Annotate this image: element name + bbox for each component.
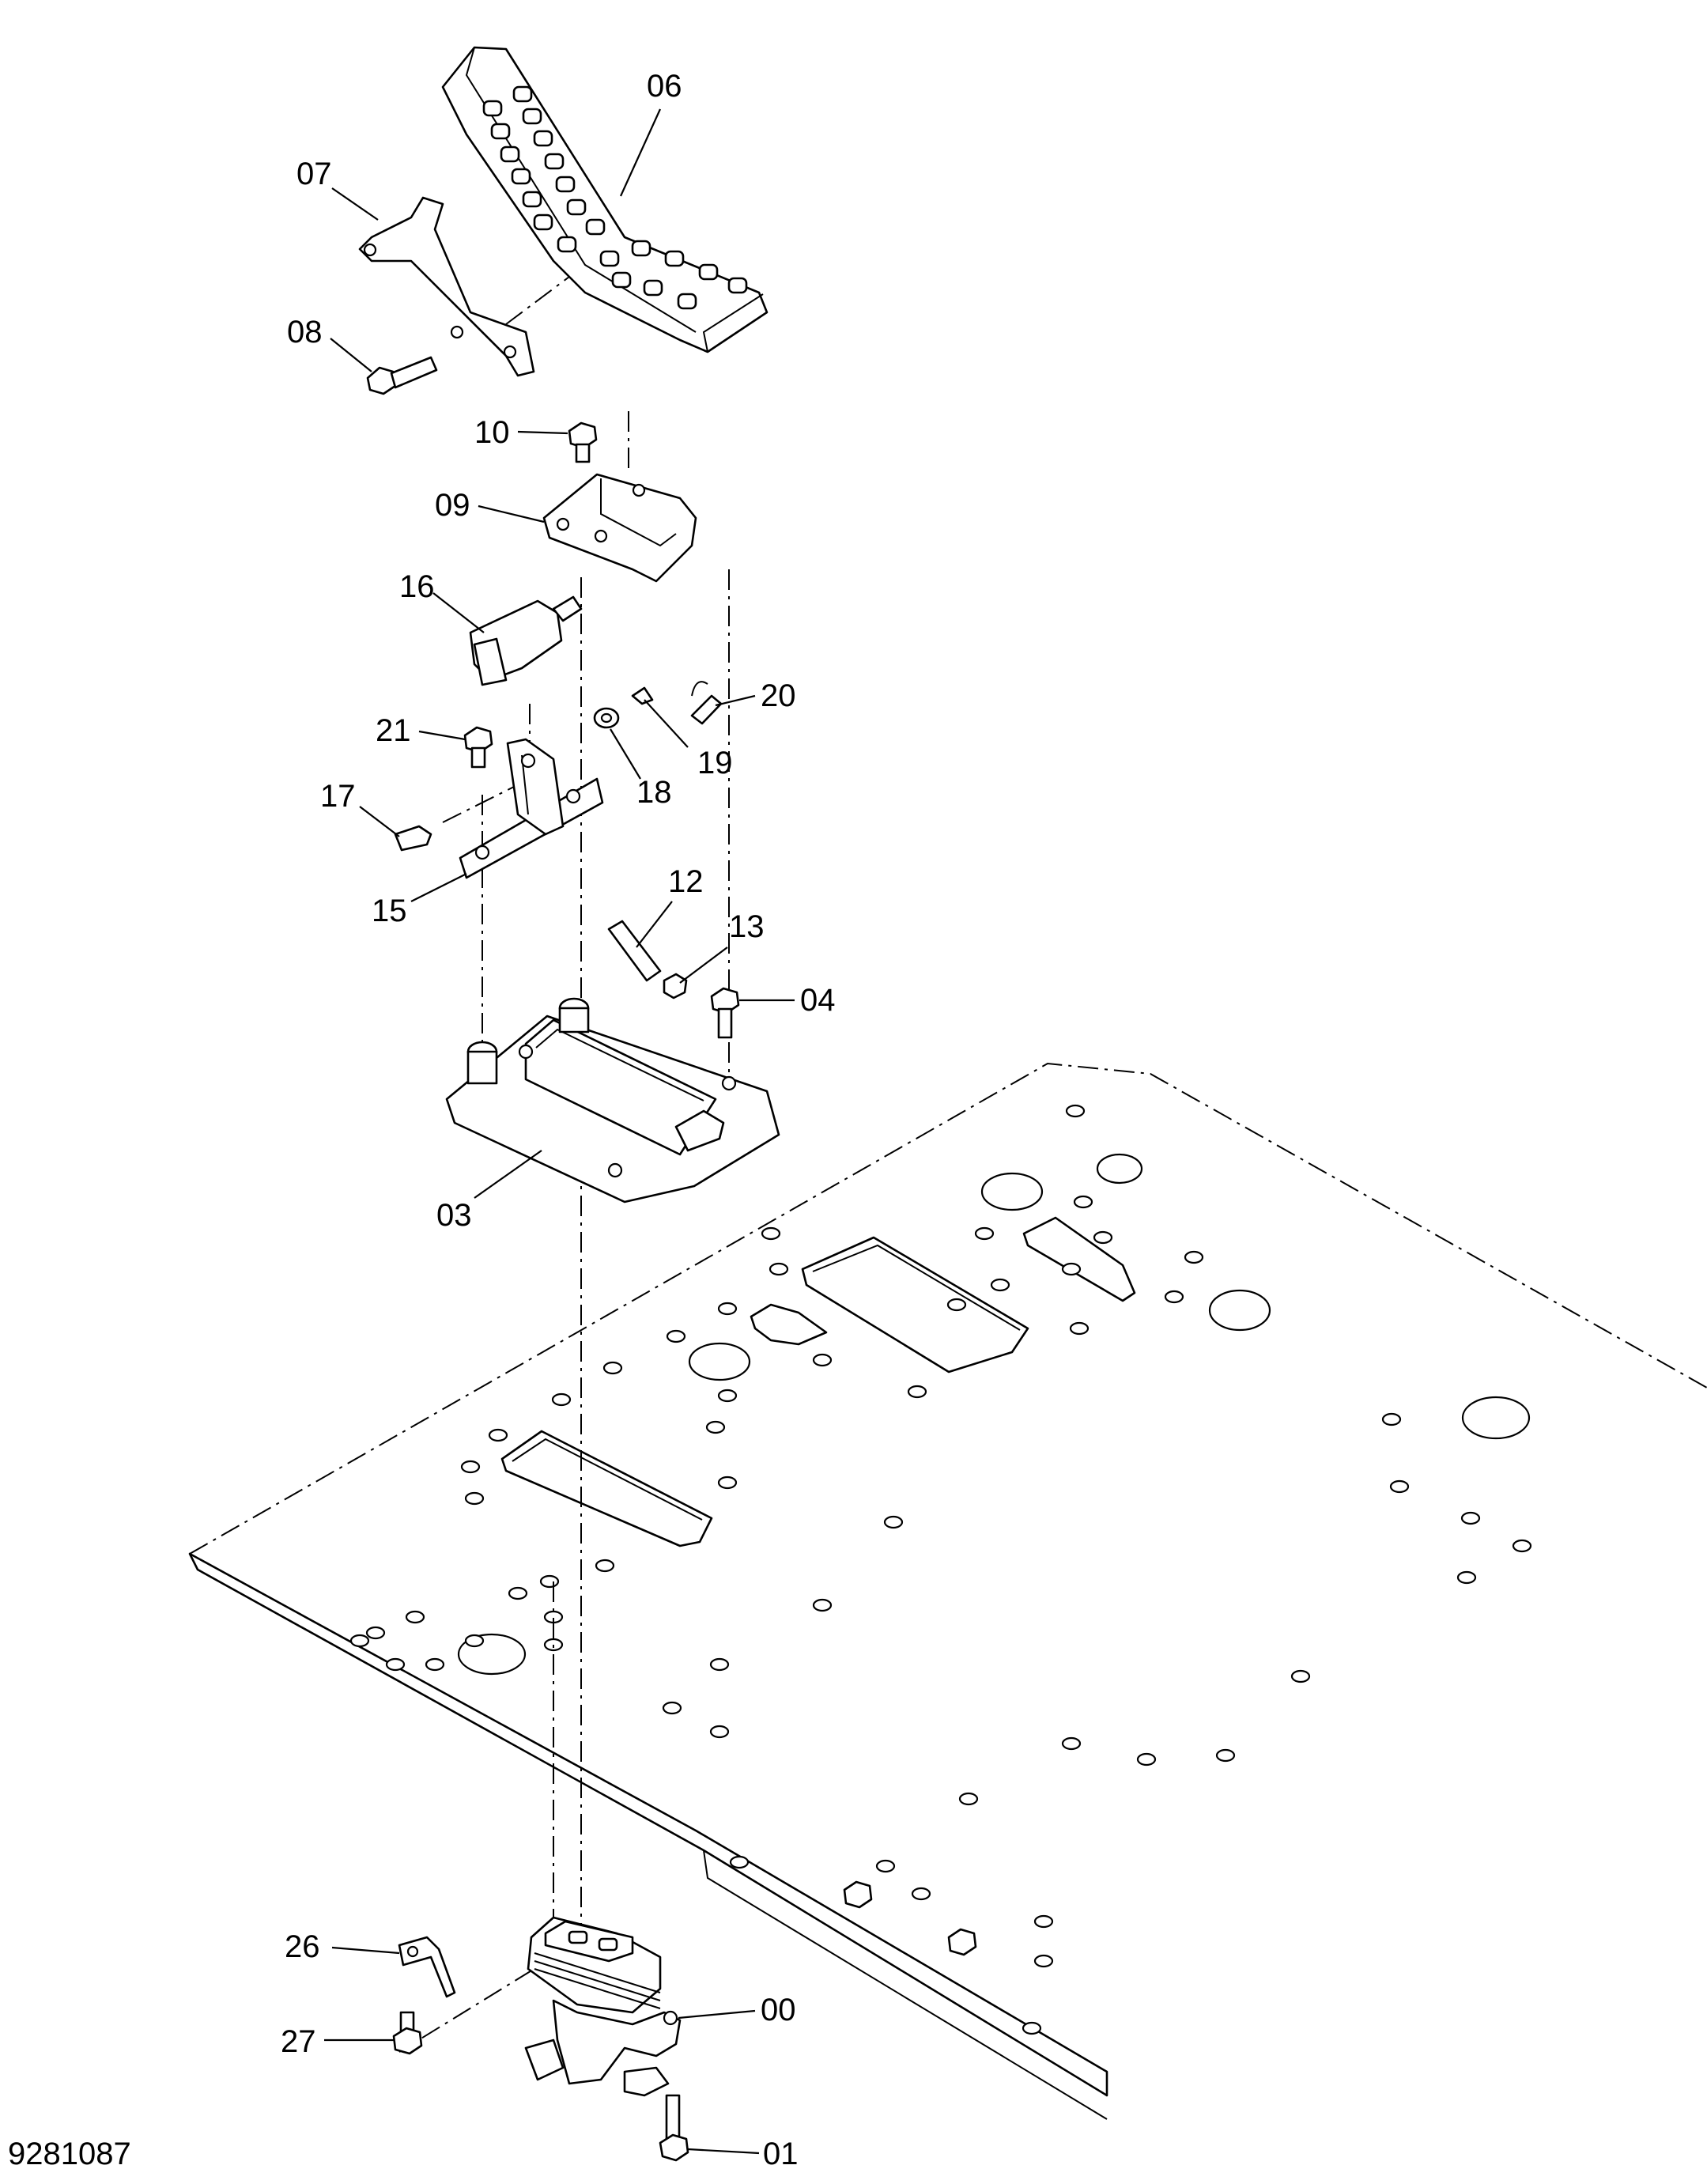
leader-07 bbox=[331, 187, 379, 221]
pedal-bracket bbox=[358, 196, 535, 377]
leader-20 bbox=[715, 694, 756, 707]
leader-17 bbox=[359, 806, 400, 837]
floor-plate-edge bbox=[188, 1552, 1108, 2097]
callout-01: 01 bbox=[763, 2137, 799, 2171]
plate-round-hole bbox=[1208, 1289, 1271, 1332]
return-spring bbox=[690, 681, 723, 725]
pedal-support-bracket bbox=[459, 738, 604, 879]
floor-plate bbox=[188, 1062, 1707, 2120]
pedal-sensor-unit bbox=[524, 1916, 682, 2097]
leader-13 bbox=[679, 947, 728, 984]
plate-slot-left bbox=[500, 1430, 713, 1547]
plate-slot-center-inner bbox=[812, 1244, 1021, 1331]
callout-10: 10 bbox=[474, 415, 510, 450]
pedal-hinge bbox=[542, 473, 697, 583]
base-bolt bbox=[710, 987, 740, 1039]
callout-labels: 06 07 08 10 09 16 20 19 18 21 17 15 12 1… bbox=[281, 69, 836, 2171]
plate-round-hole bbox=[1461, 1396, 1531, 1440]
pedal-pad bbox=[441, 46, 769, 353]
sensor-mount-bolt bbox=[659, 2094, 689, 2162]
pedal-tread-pattern bbox=[482, 85, 748, 310]
callout-21: 21 bbox=[376, 713, 411, 748]
callout-07: 07 bbox=[296, 157, 332, 191]
leader-09 bbox=[478, 504, 545, 523]
pedal-base-plate bbox=[445, 997, 780, 1203]
leader-08 bbox=[330, 338, 372, 372]
plate-small-holes bbox=[349, 1104, 1532, 2035]
plate-round-hole bbox=[688, 1342, 751, 1381]
harness-clamp bbox=[398, 1936, 456, 1998]
leader-00 bbox=[678, 2009, 756, 2020]
split-pin bbox=[631, 686, 654, 705]
callout-08: 08 bbox=[287, 315, 323, 350]
bracket-bolt bbox=[463, 726, 493, 769]
leader-18 bbox=[610, 728, 641, 780]
pedal-bracket-bolt bbox=[366, 356, 438, 395]
floor-plate-lower-rail bbox=[703, 1850, 1108, 2120]
callout-16: 16 bbox=[399, 569, 435, 604]
plate-slot-center bbox=[801, 1236, 1029, 1374]
callout-13: 13 bbox=[729, 909, 765, 944]
callout-00: 00 bbox=[761, 1993, 796, 2027]
callout-04: 04 bbox=[800, 983, 836, 1018]
drawing-number: 9281087 bbox=[8, 2137, 131, 2171]
hinge-bolt bbox=[568, 421, 598, 463]
callout-19: 19 bbox=[697, 746, 733, 780]
callout-12: 12 bbox=[668, 864, 704, 899]
leader-06 bbox=[619, 108, 662, 197]
callout-20: 20 bbox=[761, 678, 796, 713]
leader-15 bbox=[410, 873, 467, 902]
plate-notch bbox=[750, 1303, 828, 1346]
leader-03 bbox=[474, 1150, 542, 1199]
clamp-bolt bbox=[392, 2011, 423, 2055]
leader-26 bbox=[331, 1946, 400, 1955]
plate-round-hole bbox=[1096, 1153, 1143, 1185]
callout-03: 03 bbox=[436, 1198, 472, 1233]
callout-18: 18 bbox=[636, 775, 672, 810]
leader-19 bbox=[644, 699, 689, 748]
callout-06: 06 bbox=[647, 69, 682, 104]
stopper-nut bbox=[663, 973, 688, 999]
callout-15: 15 bbox=[372, 894, 407, 928]
leader-21 bbox=[418, 730, 466, 741]
callout-27: 27 bbox=[281, 2024, 316, 2059]
plate-round-hole bbox=[980, 1172, 1044, 1211]
floor-plate-outline-top bbox=[189, 1062, 1707, 1555]
leader-16 bbox=[432, 592, 485, 633]
stopper-bolt bbox=[607, 920, 662, 982]
leader-10 bbox=[517, 430, 568, 435]
leader-12 bbox=[636, 901, 673, 948]
plate-slot-left-inner bbox=[512, 1438, 703, 1521]
callout-26: 26 bbox=[285, 1929, 320, 1964]
plate-bolt bbox=[843, 1880, 977, 1956]
clevis-pin bbox=[394, 825, 432, 852]
stop-switch bbox=[469, 595, 583, 686]
plate-slot-right bbox=[1022, 1216, 1136, 1302]
leader-01 bbox=[687, 2148, 760, 2155]
callout-17: 17 bbox=[320, 779, 356, 814]
callout-leaders bbox=[324, 108, 795, 2155]
washer bbox=[593, 707, 620, 729]
callout-09: 09 bbox=[435, 488, 470, 523]
